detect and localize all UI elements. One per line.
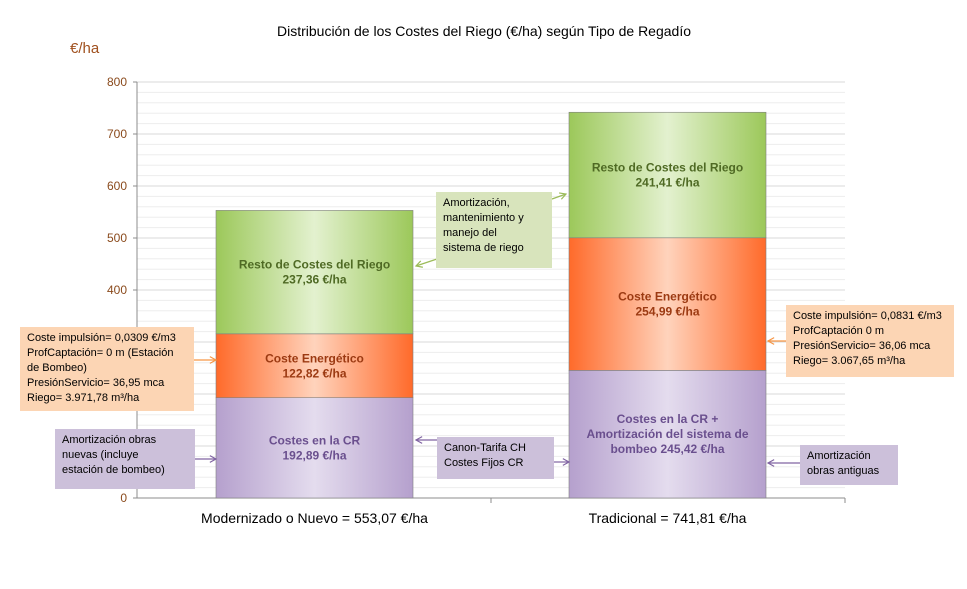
annotation-arrow <box>415 258 438 267</box>
annotation-line: Amortización, <box>443 197 510 209</box>
y-tick-label: 600 <box>107 179 127 193</box>
annotation-line: obras antiguas <box>807 465 880 477</box>
y-tick-label: 800 <box>107 75 127 89</box>
annotation-line: manejo del <box>443 227 497 239</box>
bar-segment <box>568 111 767 239</box>
annotation-line: Coste impulsión= 0,0831 €/m3 <box>793 310 942 322</box>
data-label: Amortización del sistema de <box>586 427 748 441</box>
y-tick-label: 500 <box>107 231 127 245</box>
annotation-arrow <box>551 193 567 200</box>
annotation-arrowhead <box>562 458 571 466</box>
annotation-amortizacion-sistema: Amortización, mantenimiento y manejo del si… <box>436 192 552 268</box>
annotation-line: estación de bombeo) <box>62 464 165 476</box>
annotation-line: ProfCaptación 0 m <box>793 325 885 337</box>
y-tick-label: 700 <box>107 127 127 141</box>
data-label: Costes en la CR + <box>617 412 719 426</box>
annotation-line: nuevas (incluye <box>62 449 139 461</box>
data-label: 122,82 €/ha <box>282 366 346 380</box>
annotation-line: Riego= 3.971,78 m³/ha <box>27 392 140 404</box>
y-tick-label: 400 <box>107 283 127 297</box>
data-label: Coste Energético <box>265 351 364 365</box>
annotation-arrows <box>194 192 800 467</box>
bar-segment <box>568 370 767 499</box>
annotation-arrowhead <box>414 260 423 268</box>
annotation-line: PresiónServicio= 36,95 mca <box>27 377 165 389</box>
annotation-line: Amortización <box>807 450 871 462</box>
data-label: bombeo 245,42 €/ha <box>610 442 724 456</box>
annotation-line: Coste impulsión= 0,0309 €/m3 <box>27 332 176 344</box>
annotation-arrowhead <box>209 455 218 463</box>
annotation-line: ProfCaptación= 0 m (Estación <box>27 347 174 359</box>
annotation-arrowhead <box>766 337 775 345</box>
annotation-amortizacion-obras-nuevas: Amortización obras nuevas (incluye estació… <box>55 429 195 489</box>
annotation-line: Canon-Tarifa CH <box>444 442 526 454</box>
annotation-line: Amortización obras <box>62 434 157 446</box>
chart-title: Distribución de los Costes del Riego (€/… <box>277 23 691 39</box>
bar-segment <box>215 397 414 499</box>
data-label: Costes en la CR <box>269 433 361 447</box>
data-label: 254,99 €/ha <box>635 305 699 319</box>
annotation-line: de Bombeo) <box>27 362 87 374</box>
data-label: Resto de Costes del Riego <box>592 161 743 175</box>
annotation-arrowhead <box>414 436 423 444</box>
data-label: 241,41 €/ha <box>635 176 699 190</box>
annotation-arrowhead <box>558 192 568 200</box>
annotation-canon-tarifa: Canon-Tarifa CH Costes Fijos CR <box>437 437 554 479</box>
annotation-arrowhead <box>766 459 775 467</box>
data-label: 192,89 €/ha <box>282 448 346 462</box>
y-axis-label: €/ha <box>70 40 100 57</box>
annotation-line: PresiónServicio= 36,06 mca <box>793 340 931 352</box>
x-category-label: Tradicional = 741,81 €/ha <box>589 510 747 526</box>
annotation-line: mantenimiento y <box>443 212 524 224</box>
data-label: 237,36 €/ha <box>282 273 346 287</box>
bar-segment <box>215 210 414 335</box>
bar-segment <box>215 333 414 398</box>
annotation-line: Riego= 3.067,65 m³/ha <box>793 355 906 367</box>
x-category-label: Modernizado o Nuevo = 553,07 €/ha <box>201 510 428 526</box>
y-tick-label: 0 <box>120 491 127 505</box>
annotation-arrowhead <box>209 356 218 364</box>
data-label: Coste Energético <box>618 290 717 304</box>
annotation-amortizacion-obras-antiguas: Amortización obras antiguas <box>800 445 898 485</box>
annotation-line: Costes Fijos CR <box>444 457 524 469</box>
annotation-line: sistema de riego <box>443 242 524 254</box>
bar-segment <box>568 237 767 371</box>
data-label: Resto de Costes del Riego <box>239 258 390 272</box>
